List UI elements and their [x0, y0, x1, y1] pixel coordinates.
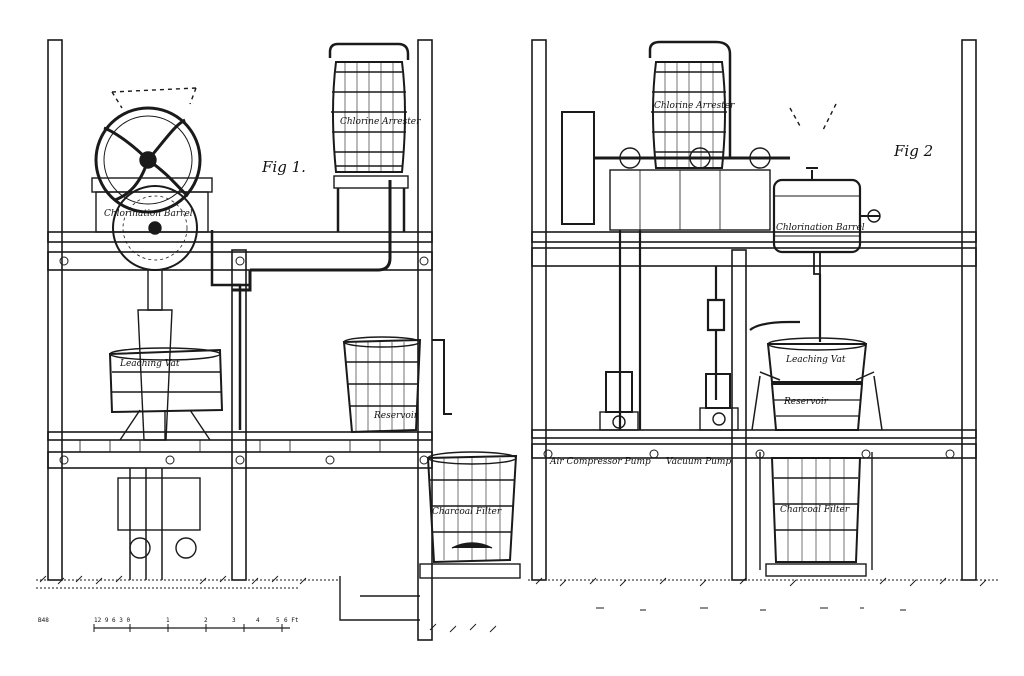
- fig2-air-compressor-pump: [599, 371, 639, 431]
- fig2-chlorination-barrel: [772, 103, 881, 275]
- fig1-caption: Fig 1.: [261, 158, 306, 176]
- fig2-frame: [531, 39, 977, 581]
- fig1-charcoal-filter: [419, 451, 521, 579]
- fig1-label-chlorination-barrel: Chlorination Barrel: [104, 209, 193, 219]
- fig1-ground: [36, 579, 340, 589]
- plate-number: B48: [38, 617, 49, 624]
- scale-tick-label-0: 12 9 6 3 0: [94, 617, 131, 624]
- fig1-piping: [210, 230, 250, 430]
- scale-tick-label-5: 5: [276, 617, 280, 624]
- fig1-leaching-vat: [108, 347, 224, 441]
- fig2-ground-dashes: [596, 607, 906, 611]
- scale-unit: 6 Ft: [284, 617, 299, 624]
- fig2-label-vacuum-pump: Vacuum Pump: [666, 457, 731, 467]
- scale-tick-label-4: 4: [256, 617, 260, 624]
- scale-tick-label-1: 1: [166, 617, 170, 624]
- fig1-label-reservoir: Reservoir: [373, 411, 419, 421]
- fig2-chlorine-arrester: [648, 40, 732, 169]
- fig2-reservoir: [751, 375, 883, 431]
- scale-bar: [93, 624, 290, 632]
- fig2-ground-hatching: [535, 577, 987, 587]
- fig1-reservoir: [342, 336, 452, 434]
- fig2-label-reservoir: Reservoir: [783, 397, 829, 407]
- fig2-label-chlorination-barrel: Chlorination Barrel: [776, 223, 865, 233]
- fig2-label-leaching-vat: Leaching Vat: [785, 355, 846, 365]
- scale-tick-label-3: 3: [232, 617, 236, 624]
- fig2-belt-pulley: [561, 111, 595, 225]
- fig2-charcoal-filter: [759, 452, 873, 577]
- figure-2: [528, 39, 1000, 611]
- fig2-caption: Fig 2: [893, 142, 933, 160]
- fig2-vacuum-pump: [699, 373, 739, 431]
- fig2-shaft: [594, 147, 790, 231]
- fig1-label-chlorine-arrester: Chlorine Arrester: [340, 117, 421, 127]
- fig2-label-charcoal-filter: Charcoal Filter: [780, 505, 850, 515]
- fig2-label-chlorine-arrester: Chlorine Arrester: [654, 101, 735, 111]
- fig1-label-leaching-vat: Leaching Vat: [119, 359, 180, 369]
- fig1-chlorine-arrester: [232, 42, 410, 292]
- figure-1: [36, 39, 521, 641]
- fig2-leaching-vat: [759, 337, 875, 383]
- fig1-chlorination-barrel: [112, 185, 198, 441]
- fig2-piping: [618, 230, 822, 430]
- fig1-flywheel: [91, 87, 213, 233]
- fig1-truck: [117, 468, 201, 580]
- fig2-label-air-compressor-pump: Air Compressor Pump: [549, 457, 651, 467]
- scale-tick-label-2: 2: [204, 617, 208, 624]
- fig1-label-charcoal-filter: Charcoal Filter: [432, 507, 502, 517]
- fig1-ground-hatching: [39, 575, 497, 633]
- fig1-foundation: [339, 576, 420, 621]
